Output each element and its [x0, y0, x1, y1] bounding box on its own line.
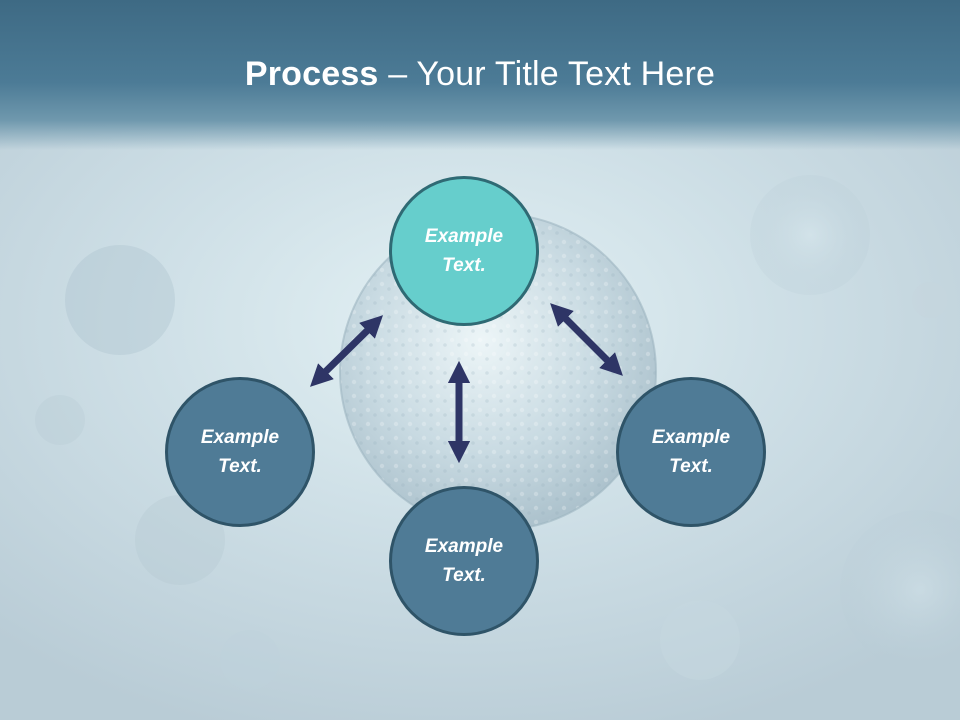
- slide-title: Process – Your Title Text Here: [0, 52, 960, 96]
- process-node-right[interactable]: Example Text.: [616, 377, 766, 527]
- double-arrow-icon: [550, 303, 623, 376]
- process-node-top[interactable]: Example Text.: [389, 176, 539, 326]
- node-top-line2: Text.: [442, 255, 486, 276]
- node-bottom-line2: Text.: [442, 565, 486, 586]
- header-band: [0, 0, 960, 150]
- process-node-bottom[interactable]: Example Text.: [389, 486, 539, 636]
- title-bold: Process: [244, 55, 379, 93]
- node-right-line1: Example: [651, 427, 731, 448]
- double-arrow-icon: [310, 315, 383, 387]
- node-left-line1: Example: [200, 427, 280, 448]
- title-rest: – Your Title Text Here: [378, 55, 716, 93]
- node-left-line2: Text.: [218, 456, 262, 477]
- node-right-line2: Text.: [669, 456, 713, 477]
- node-top-line1: Example: [424, 226, 504, 247]
- process-node-left[interactable]: Example Text.: [165, 377, 315, 527]
- node-bottom-line1: Example: [424, 536, 504, 557]
